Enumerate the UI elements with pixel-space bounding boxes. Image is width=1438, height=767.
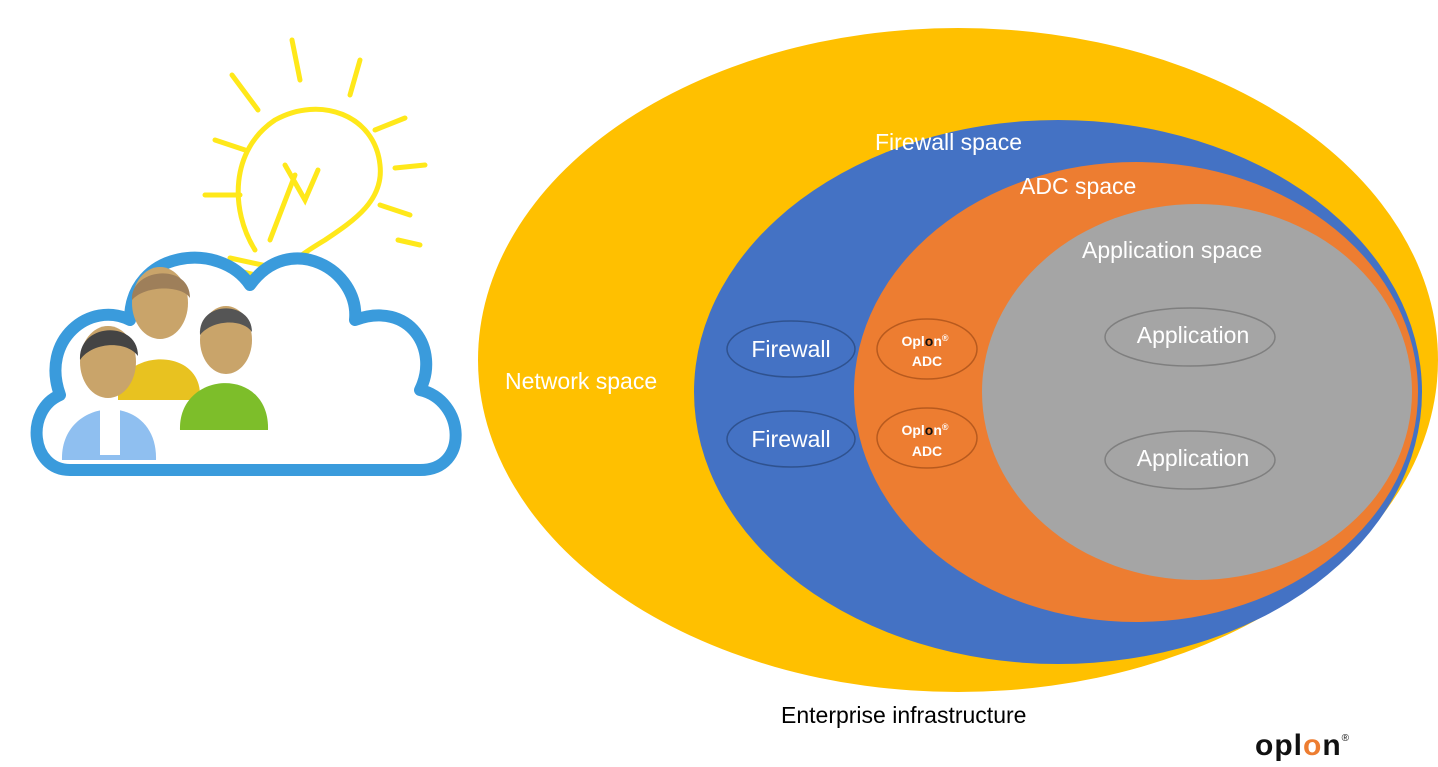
application-node-label: Application xyxy=(1137,322,1250,348)
network-space-label: Network space xyxy=(505,368,657,394)
adc-space-label: ADC space xyxy=(1020,173,1136,199)
adc-product: ADC xyxy=(912,443,942,459)
firewall-node: Firewall xyxy=(726,320,856,378)
firewall-space-label: Firewall space xyxy=(875,129,1022,155)
adc-brand: Oplon® xyxy=(901,333,948,349)
adc-product: ADC xyxy=(912,353,942,369)
diagram-caption: Enterprise infrastructure xyxy=(781,702,1026,728)
cloud-users-illustration xyxy=(30,37,462,476)
adc-node: Oplon® ADC xyxy=(876,318,978,380)
adc-node: Oplon® ADC xyxy=(876,407,978,469)
firewall-node-label: Firewall xyxy=(751,336,830,362)
firewall-node-label: Firewall xyxy=(751,426,830,452)
users-icon xyxy=(61,267,269,460)
application-node-label: Application xyxy=(1137,445,1250,471)
application-node: Application xyxy=(1104,430,1276,490)
firewall-node: Firewall xyxy=(726,410,856,468)
oplon-logo: oplon® xyxy=(1255,729,1350,762)
application-space-label: Application space xyxy=(1082,237,1262,263)
application-space xyxy=(982,204,1412,580)
application-node: Application xyxy=(1104,307,1276,367)
adc-brand: Oplon® xyxy=(901,422,948,438)
